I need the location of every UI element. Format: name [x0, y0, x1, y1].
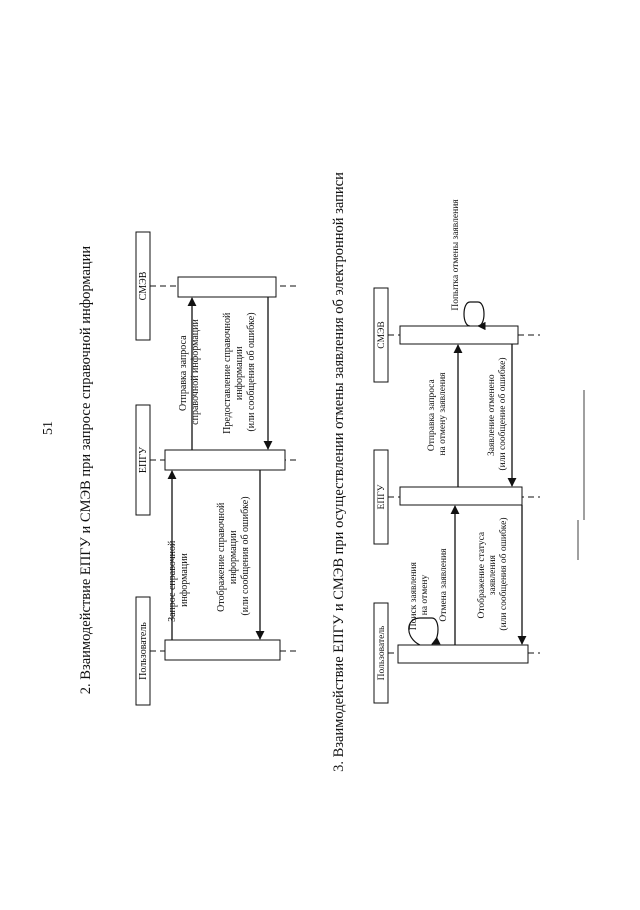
diagram-3: 3. Взаимодействие ЕПГУ и СМЭВ при осущес…: [331, 172, 540, 772]
diagram-2: 2. Взаимодействие ЕПГУ и СМЭВ при запрос…: [78, 231, 300, 706]
diagram-2-title: 2. Взаимодействие ЕПГУ и СМЭВ при запрос…: [78, 246, 94, 695]
d3-msg4-label: Отображение статуса заявления (или сообщ…: [476, 517, 509, 630]
d2-msg1-label: Запрос справочной информации: [167, 538, 190, 622]
d3-self-loop-smev: [463, 301, 486, 331]
d3-activation-user: [397, 644, 529, 664]
d2-actor-smev: СМЭВ: [138, 271, 149, 300]
d2-actor-user: Пользователь: [138, 622, 149, 680]
d3-msg1-label: Отмена заявления: [439, 548, 449, 622]
page-number: 51: [41, 421, 56, 435]
d2-activation-smev: [177, 276, 277, 298]
d3-actor-user: Пользователь: [377, 625, 387, 680]
d3-msg3-label: Заявление отменено (или сообщение об оши…: [487, 358, 508, 471]
d2-msg3-label: Предоставление справочной информации (ил…: [222, 310, 257, 434]
d3-actor-smev: СМЭВ: [377, 321, 387, 348]
d3-msg2-label: Отправка запроса на отмену заявления: [427, 372, 448, 456]
d3-self-smev-label: Попытка отмены заявления: [451, 199, 461, 311]
d3-self-loop-user: [408, 617, 441, 646]
d2-msg4-label: Отображение справочной информации (или с…: [216, 496, 251, 615]
d3-activation-epgu: [399, 486, 523, 506]
d2-msg2-label: Отправка запроса справочной информации: [178, 319, 201, 425]
d3-actor-epgu: ЕПГУ: [377, 484, 387, 509]
d2-activation-epgu: [164, 449, 286, 471]
d2-activation-user: [164, 639, 281, 661]
d3-self-user-label: Поиск заявления на отмену: [409, 560, 430, 630]
d2-actor-epgu: ЕПГУ: [138, 446, 149, 473]
d3-activation-smev: [399, 325, 519, 345]
diagram-3-title: 3. Взаимодействие ЕПГУ и СМЭВ при осущес…: [331, 172, 347, 772]
